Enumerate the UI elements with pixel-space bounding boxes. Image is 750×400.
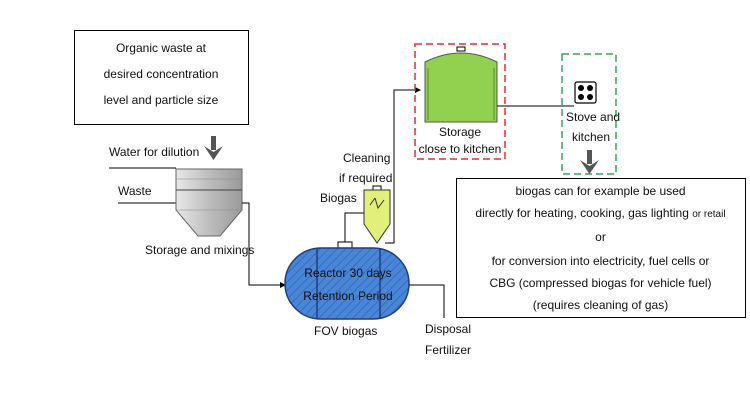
input-line: desired concentration [103,67,219,81]
disposal-line [409,284,445,318]
usage-line-small: or retail [692,209,726,220]
input-description-box: Organic waste at desired concentration l… [74,30,249,125]
usage-line: (requires cleaning of gas) [532,298,669,312]
storage-frame [414,43,506,160]
usage-description-box: biogas can for example be used directly … [456,178,746,318]
biogas-line [344,212,370,242]
usage-line: CBG (compressed biogas for vehicle fuel) [489,276,712,290]
usage-line: directly for heating, cooking, gas light… [457,206,744,222]
storage-tank [424,46,498,123]
usage-line: or [595,230,606,244]
biogas-label: Biogas [320,191,357,205]
cleaned-gas-line [385,87,421,244]
usage-line: for conversion into electricity, fuel ce… [491,254,710,268]
down-arrow-icon [580,150,599,174]
input-line: Organic waste at [115,41,207,55]
storage-mixing-label: Storage and mixings [145,243,255,257]
disposal-label: Disposal [425,322,472,336]
stove-label: Stove and [566,110,621,124]
mixing-tank [175,168,243,237]
feed-pipe [242,202,286,288]
usage-line-main: directly for heating, cooking, gas light… [475,206,689,220]
fertilizer-label: Fertilizer [425,343,472,357]
gas-cleaner [363,185,391,244]
stove-icon [574,81,597,104]
stove-label: kitchen [572,130,611,144]
waste-label: Waste [118,184,152,198]
usage-line: biogas can for example be used [515,184,686,198]
down-arrow-icon [204,136,223,160]
cleaning-label: Cleaning [343,151,391,165]
storage-label: Storage [438,125,482,139]
cleaning-label: if required [339,171,393,185]
reactor-label: Reactor 30 days [304,266,392,280]
water-label: Water for dilution [109,145,200,159]
reactor-vessel [284,241,410,320]
storage-label: close to kitchen [418,142,502,156]
input-line: level and particle size [103,93,219,107]
stove-frame [561,53,617,175]
fov-label: FOV biogas [314,324,378,338]
reactor-label: Retention Period [303,289,393,303]
